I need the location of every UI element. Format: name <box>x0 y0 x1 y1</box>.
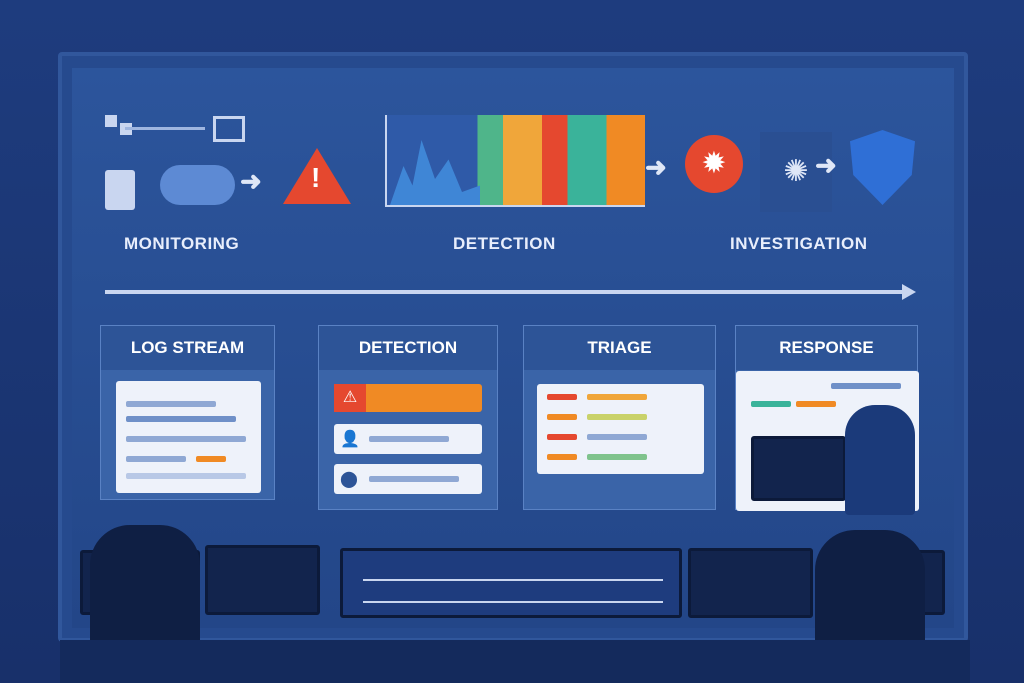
panel-title: DETECTION <box>319 326 497 370</box>
stage-label-investigation: INVESTIGATION <box>730 234 868 253</box>
panel-title: RESPONSE <box>736 326 917 370</box>
triage-list <box>537 384 704 474</box>
analyst-figure <box>845 405 915 515</box>
desk-monitor-2 <box>205 545 320 615</box>
analyst-monitor <box>751 436 846 501</box>
timeline-arrowhead-icon <box>902 284 916 300</box>
stage-label-detection: DETECTION <box>453 234 556 253</box>
server-icon <box>213 116 245 142</box>
panel-title: LOG STREAM <box>101 326 274 370</box>
panel-title: TRIAGE <box>524 326 715 370</box>
bug-icon: ✺ <box>760 132 832 212</box>
panel-detection: DETECTION ⚠ 👤 ⬤ <box>318 325 498 510</box>
user-row[interactable]: 👤 <box>334 424 482 454</box>
desk-monitor-3 <box>688 548 813 618</box>
stage-label-monitoring: MONITORING <box>124 234 240 253</box>
warning-icon <box>283 148 351 204</box>
virus-alert-icon: ✹ <box>685 135 743 193</box>
exclamation-icon: ! <box>311 162 321 193</box>
cloud-icon <box>160 165 235 205</box>
location-row[interactable]: ⬤ <box>334 464 482 494</box>
desk <box>60 640 970 683</box>
arrow-icon: ➜ <box>240 166 262 196</box>
arrow-icon: ➜ <box>815 150 837 180</box>
log-card <box>116 381 261 493</box>
timeline-monitor <box>340 548 682 618</box>
network-icon <box>105 115 205 210</box>
timeline-arrow <box>105 290 905 294</box>
arrow-icon: ➜ <box>645 152 667 182</box>
panel-log-stream: LOG STREAM <box>100 325 275 500</box>
panel-triage: TRIAGE <box>523 325 716 510</box>
alert-row[interactable]: ⚠ <box>334 384 482 412</box>
